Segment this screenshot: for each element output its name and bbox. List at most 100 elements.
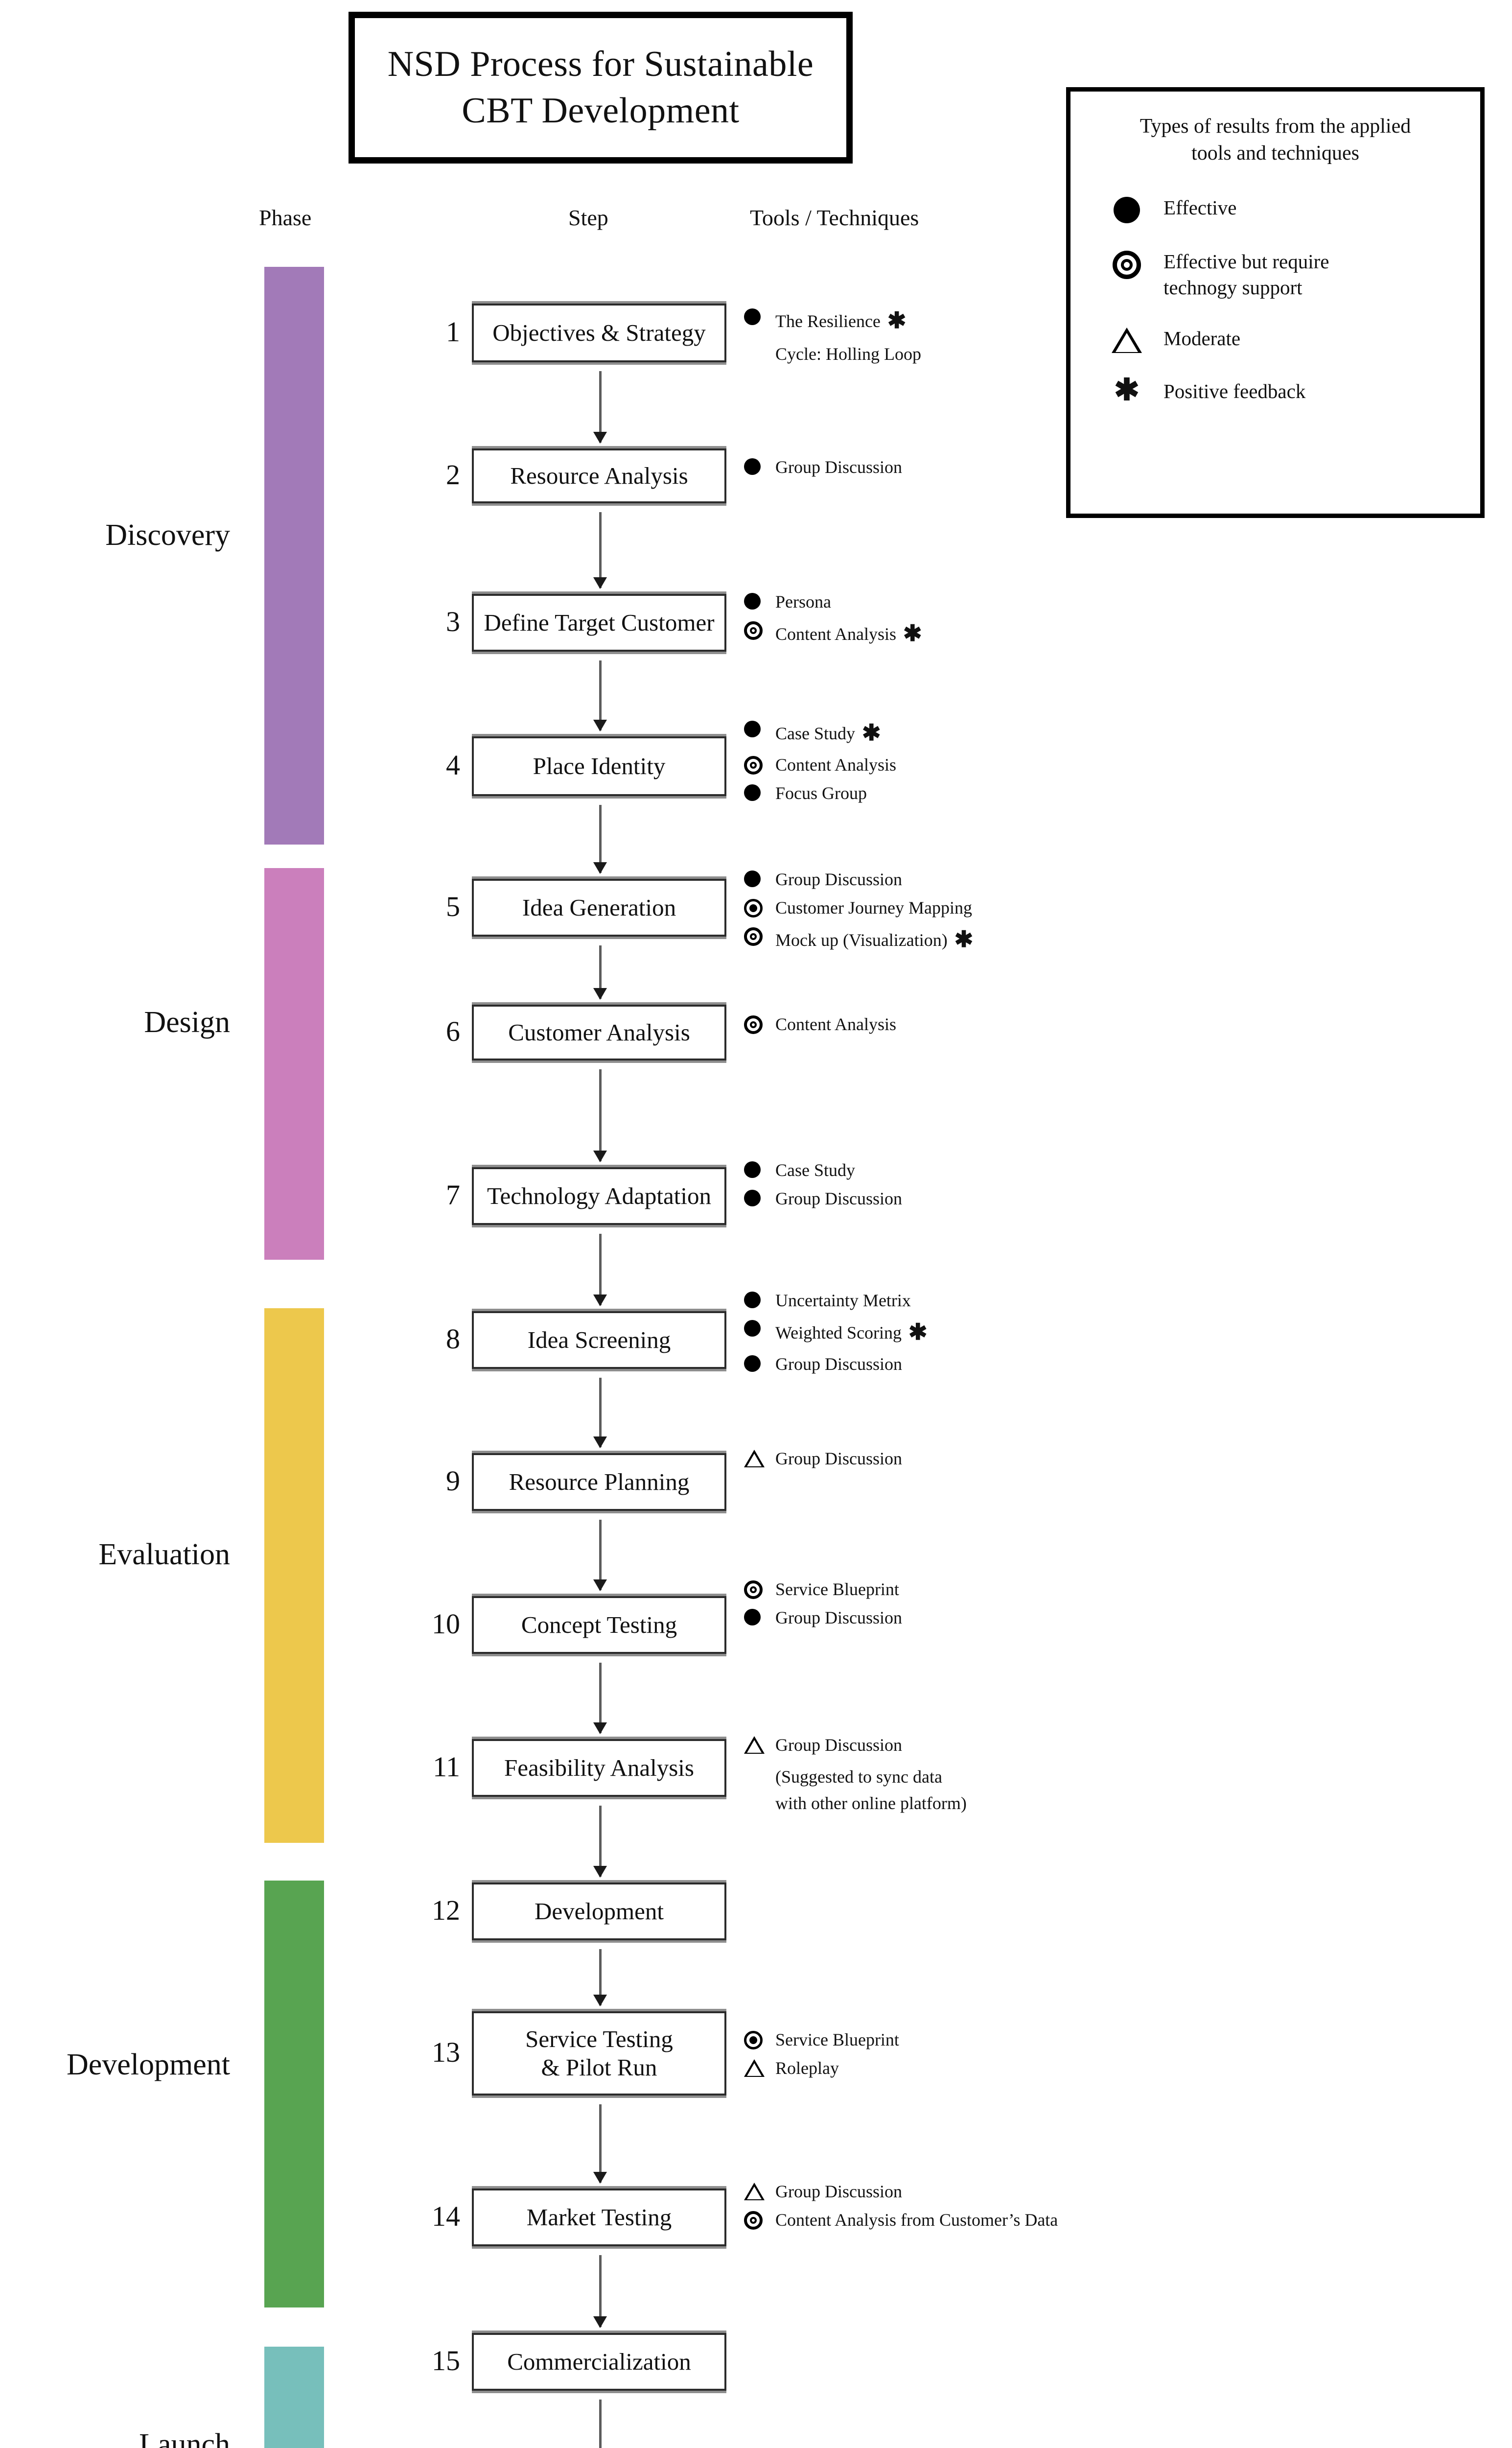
tool-label: Service Blueprint (775, 2030, 899, 2049)
tool-item: Roleplay (744, 2056, 899, 2080)
tool-label: Group Discussion (775, 1735, 902, 1755)
step-label: Technology Adaptation (487, 1182, 711, 1210)
step-box[interactable]: Concept Testing (472, 1596, 726, 1654)
tool-item: Service Blueprint (744, 2028, 899, 2051)
tool-label: Group Discussion (775, 1608, 902, 1628)
tool-item: The Resilience✱ (744, 306, 921, 336)
tool-label: Content Analysis (775, 1014, 897, 1034)
tool-label: Group Discussion (775, 457, 902, 477)
step-label: Resource Analysis (510, 462, 688, 490)
filled-circle-icon (744, 718, 775, 737)
tool-item: Group Discussion (744, 1187, 902, 1210)
step-box[interactable]: Place Identity (472, 736, 726, 796)
step-box[interactable]: Feasibility Analysis (472, 1739, 726, 1797)
tool-label: Group Discussion (775, 870, 902, 889)
step-box[interactable]: Resource Planning (472, 1453, 726, 1511)
step-label: Define Target Customer (484, 609, 715, 636)
filled-circle-icon (744, 1317, 775, 1337)
step-box[interactable]: Technology Adaptation (472, 1167, 726, 1225)
tool-group: Content Analysis (744, 1012, 896, 1041)
filled-circle-icon (744, 1187, 775, 1207)
filled-circle-icon (744, 868, 775, 887)
tool-item: Group Discussion (744, 1606, 902, 1629)
tool-item: Group Discussion (744, 455, 902, 479)
step-box[interactable]: Idea Generation (472, 879, 726, 937)
step-number: 7 (446, 1179, 460, 1211)
step-label: Market Testing (526, 2204, 672, 2231)
step-label: Place Identity (533, 753, 666, 780)
step-number: 4 (446, 749, 460, 781)
step-box[interactable]: Idea Screening (472, 1311, 726, 1369)
step-number: 8 (446, 1323, 460, 1355)
legend-box: Types of results from the applied tools … (1066, 87, 1485, 518)
filled-circle-icon (744, 781, 775, 801)
filled-circle-icon (744, 590, 775, 610)
step-box[interactable]: Define Target Customer (472, 594, 726, 652)
step-label-line-2: & Pilot Run (541, 2054, 657, 2081)
tool-label: Uncertainty Metrix (775, 1291, 911, 1310)
tool-item: Group Discussion (744, 868, 973, 891)
double-circle-icon (744, 924, 775, 946)
tool-item: Uncertainty Metrix (744, 1289, 928, 1312)
step-number: 9 (446, 1465, 460, 1497)
tool-label: Focus Group (775, 783, 867, 803)
step-label: Development (535, 1898, 664, 1925)
tool-label: Content Analysis (775, 754, 897, 775)
step-box[interactable]: Development (472, 1883, 726, 1940)
tool-label: Group Discussion (775, 2182, 902, 2201)
tool-item: Case Study (744, 1158, 902, 1182)
tool-item: Group Discussion (744, 2180, 1058, 2203)
phase-bar (264, 1308, 324, 1843)
asterisk-icon: ✱ (954, 927, 974, 952)
legend-item-effective: Effective (1090, 195, 1461, 224)
tool-item: Service Blueprint (744, 1577, 902, 1601)
flow-arrow (593, 371, 607, 444)
tool-note: (Suggested to sync data (775, 1767, 942, 1787)
tool-label: The Resilience✱ (775, 308, 907, 333)
legend-item-positive-feedback: ✱ Positive feedback (1090, 374, 1461, 407)
tool-label: Group Discussion (775, 1354, 902, 1374)
phase-label: Design (144, 1006, 230, 1039)
ring-dot-icon (744, 2028, 775, 2049)
tool-item: Group Discussion (744, 1352, 928, 1376)
triangle-icon (744, 1733, 775, 1754)
step-number: 10 (432, 1608, 460, 1640)
step-box[interactable]: Objectives & Strategy (472, 304, 726, 362)
flow-arrow (593, 660, 607, 731)
flow-arrow (599, 2400, 602, 2448)
asterisk-icon: ✱ (908, 1319, 928, 1345)
step-box[interactable]: Commercialization (472, 2333, 726, 2391)
triangle-icon (744, 1447, 775, 1467)
step-box[interactable]: Service Testing& Pilot Run (472, 2011, 726, 2095)
asterisk-icon: ✱ (1114, 374, 1140, 407)
tool-item: Content Analysis✱ (744, 618, 922, 649)
filled-circle-icon (744, 1606, 775, 1626)
triangle-icon (744, 2180, 775, 2200)
legend-title-line-2: tools and techniques (1191, 141, 1359, 165)
tool-item: Focus Group (744, 781, 896, 805)
double-circle-icon (744, 2208, 775, 2230)
tool-label: Content Analysis from Customer’s Data (775, 2210, 1058, 2230)
column-header-phase: Phase (259, 205, 312, 230)
tool-label: Group Discussion (775, 1449, 902, 1468)
step-label: Commercialization (507, 2348, 691, 2376)
step-box[interactable]: Customer Analysis (472, 1005, 726, 1060)
legend-item-effective-tech: Effective but require technogy support (1090, 249, 1461, 300)
step-number: 5 (446, 891, 460, 922)
step-box[interactable]: Resource Analysis (472, 448, 726, 503)
step-label: Objectives & Strategy (492, 319, 706, 347)
tool-item: Weighted Scoring✱ (744, 1317, 928, 1347)
step-number: 6 (446, 1015, 460, 1047)
tool-item: Persona (744, 590, 922, 613)
step-box[interactable]: Market Testing (472, 2189, 726, 2246)
asterisk-icon: ✱ (887, 308, 907, 333)
column-header-step: Step (568, 205, 608, 230)
legend-label-line-1: Effective but require (1163, 250, 1329, 273)
legend-label: Effective (1163, 196, 1237, 219)
diagram-title-box: NSD Process for Sustainable CBT Developm… (349, 12, 853, 164)
double-circle-icon (744, 1577, 775, 1599)
